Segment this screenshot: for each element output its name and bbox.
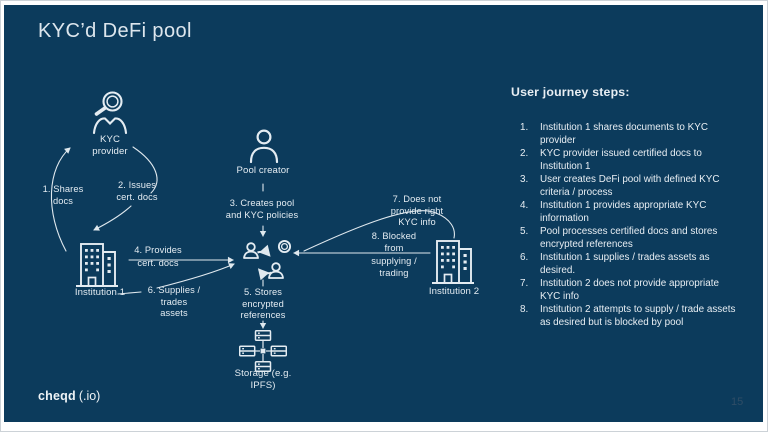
edge-label-6: 6. Supplies / trades assets — [147, 285, 201, 319]
journey-step-number: 3. — [520, 174, 529, 185]
journey-step: 7. Institution 2 does not provide appropr… — [511, 277, 749, 303]
journey-step-number: 7. — [520, 278, 529, 289]
arrow-6-supplies-assets — [156, 263, 235, 289]
journey-step-number: 8. — [520, 304, 529, 315]
journey-step-number: 1. — [520, 122, 529, 133]
user-journey-panel: User journey steps: 1. Institution 1 shar… — [511, 85, 749, 329]
journey-heading: User journey steps: — [511, 85, 630, 99]
journey-step: 5. Pool processes certified docs and stor… — [511, 225, 749, 251]
journey-step: 8. Institution 2 attempts to supply / tra… — [511, 303, 749, 329]
connector-institution1-dash — [117, 291, 142, 295]
journey-step-text: Institution 2 does not provide appropria… — [540, 278, 719, 302]
footer-logo: cheqd(.io) — [38, 389, 100, 403]
edge-label-4: 4. Provides cert. docs — [134, 245, 182, 269]
user-icon — [247, 129, 281, 163]
journey-step-text: Institution 1 shares documents to KYC pr… — [540, 122, 708, 146]
edge-label-2: 2. Issues cert. docs — [116, 180, 158, 202]
edge-label-5: 5. Stores encrypted references — [240, 287, 286, 321]
journey-step: 6. Institution 1 supplies / trades assets… — [511, 251, 749, 277]
exchange-pool-icon — [238, 239, 292, 286]
journey-steps-list: 1. Institution 1 shares documents to KYC … — [511, 121, 749, 329]
journey-step: 1. Institution 1 shares documents to KYC … — [511, 121, 749, 147]
pool-creator-label: Pool creator — [236, 165, 290, 176]
journey-step-text: Pool processes certified docs and stores… — [540, 226, 718, 250]
journey-step: 2. KYC provider issued certified docs to … — [511, 147, 749, 173]
distributed-storage-icon — [239, 330, 287, 372]
arrow-2-issues-docs-upper — [132, 146, 158, 194]
edge-label-7: 7. Does not provide right KYC info — [390, 194, 444, 228]
storage-label: Storage (e.g. IPFS) — [234, 368, 292, 392]
edge-label-8: 8. Blocked from supplying / trading — [371, 231, 417, 278]
institution2-label: Institution 2 — [428, 286, 480, 297]
edge-label-3: 3. Creates pool and KYC policies — [225, 198, 299, 220]
institution1-label: Institution 1 — [74, 287, 126, 298]
journey-step: 3. User creates DeFi pool with defined KY… — [511, 173, 749, 199]
magnifier-person-icon — [85, 88, 135, 135]
page-number: 15 — [731, 396, 744, 408]
brand-name: cheqd — [38, 389, 76, 403]
journey-step-text: Institution 2 attempts to supply / trade… — [540, 304, 736, 328]
journey-step-text: Institution 1 supplies / trades assets a… — [540, 252, 710, 276]
journey-step-text: Institution 1 provides appropriate KYC i… — [540, 200, 707, 224]
journey-step-number: 2. — [520, 148, 529, 159]
journey-step-text: User creates DeFi pool with defined KYC … — [540, 174, 720, 198]
brand-suffix: (.io) — [78, 389, 101, 403]
journey-step-number: 5. — [520, 226, 529, 237]
slide-background — [4, 5, 763, 422]
journey-step: 4. Institution 1 provides appropriate KYC… — [511, 199, 749, 225]
edge-label-1: 1. Shares docs — [42, 184, 84, 206]
journey-step-number: 6. — [520, 252, 529, 263]
arrow-2-issues-docs-lower — [93, 205, 132, 231]
journey-step-text: KYC provider issued certified docs to In… — [540, 148, 702, 172]
building-icon — [74, 239, 120, 289]
kyc-provider-label: KYC provider — [92, 134, 128, 158]
journey-step-number: 4. — [520, 200, 529, 211]
arrow-7-no-kyc-info — [303, 210, 455, 252]
arrow-1-shares-docs — [50, 147, 71, 252]
building-icon — [430, 236, 476, 286]
slide-title: KYC’d DeFi pool — [38, 20, 192, 42]
